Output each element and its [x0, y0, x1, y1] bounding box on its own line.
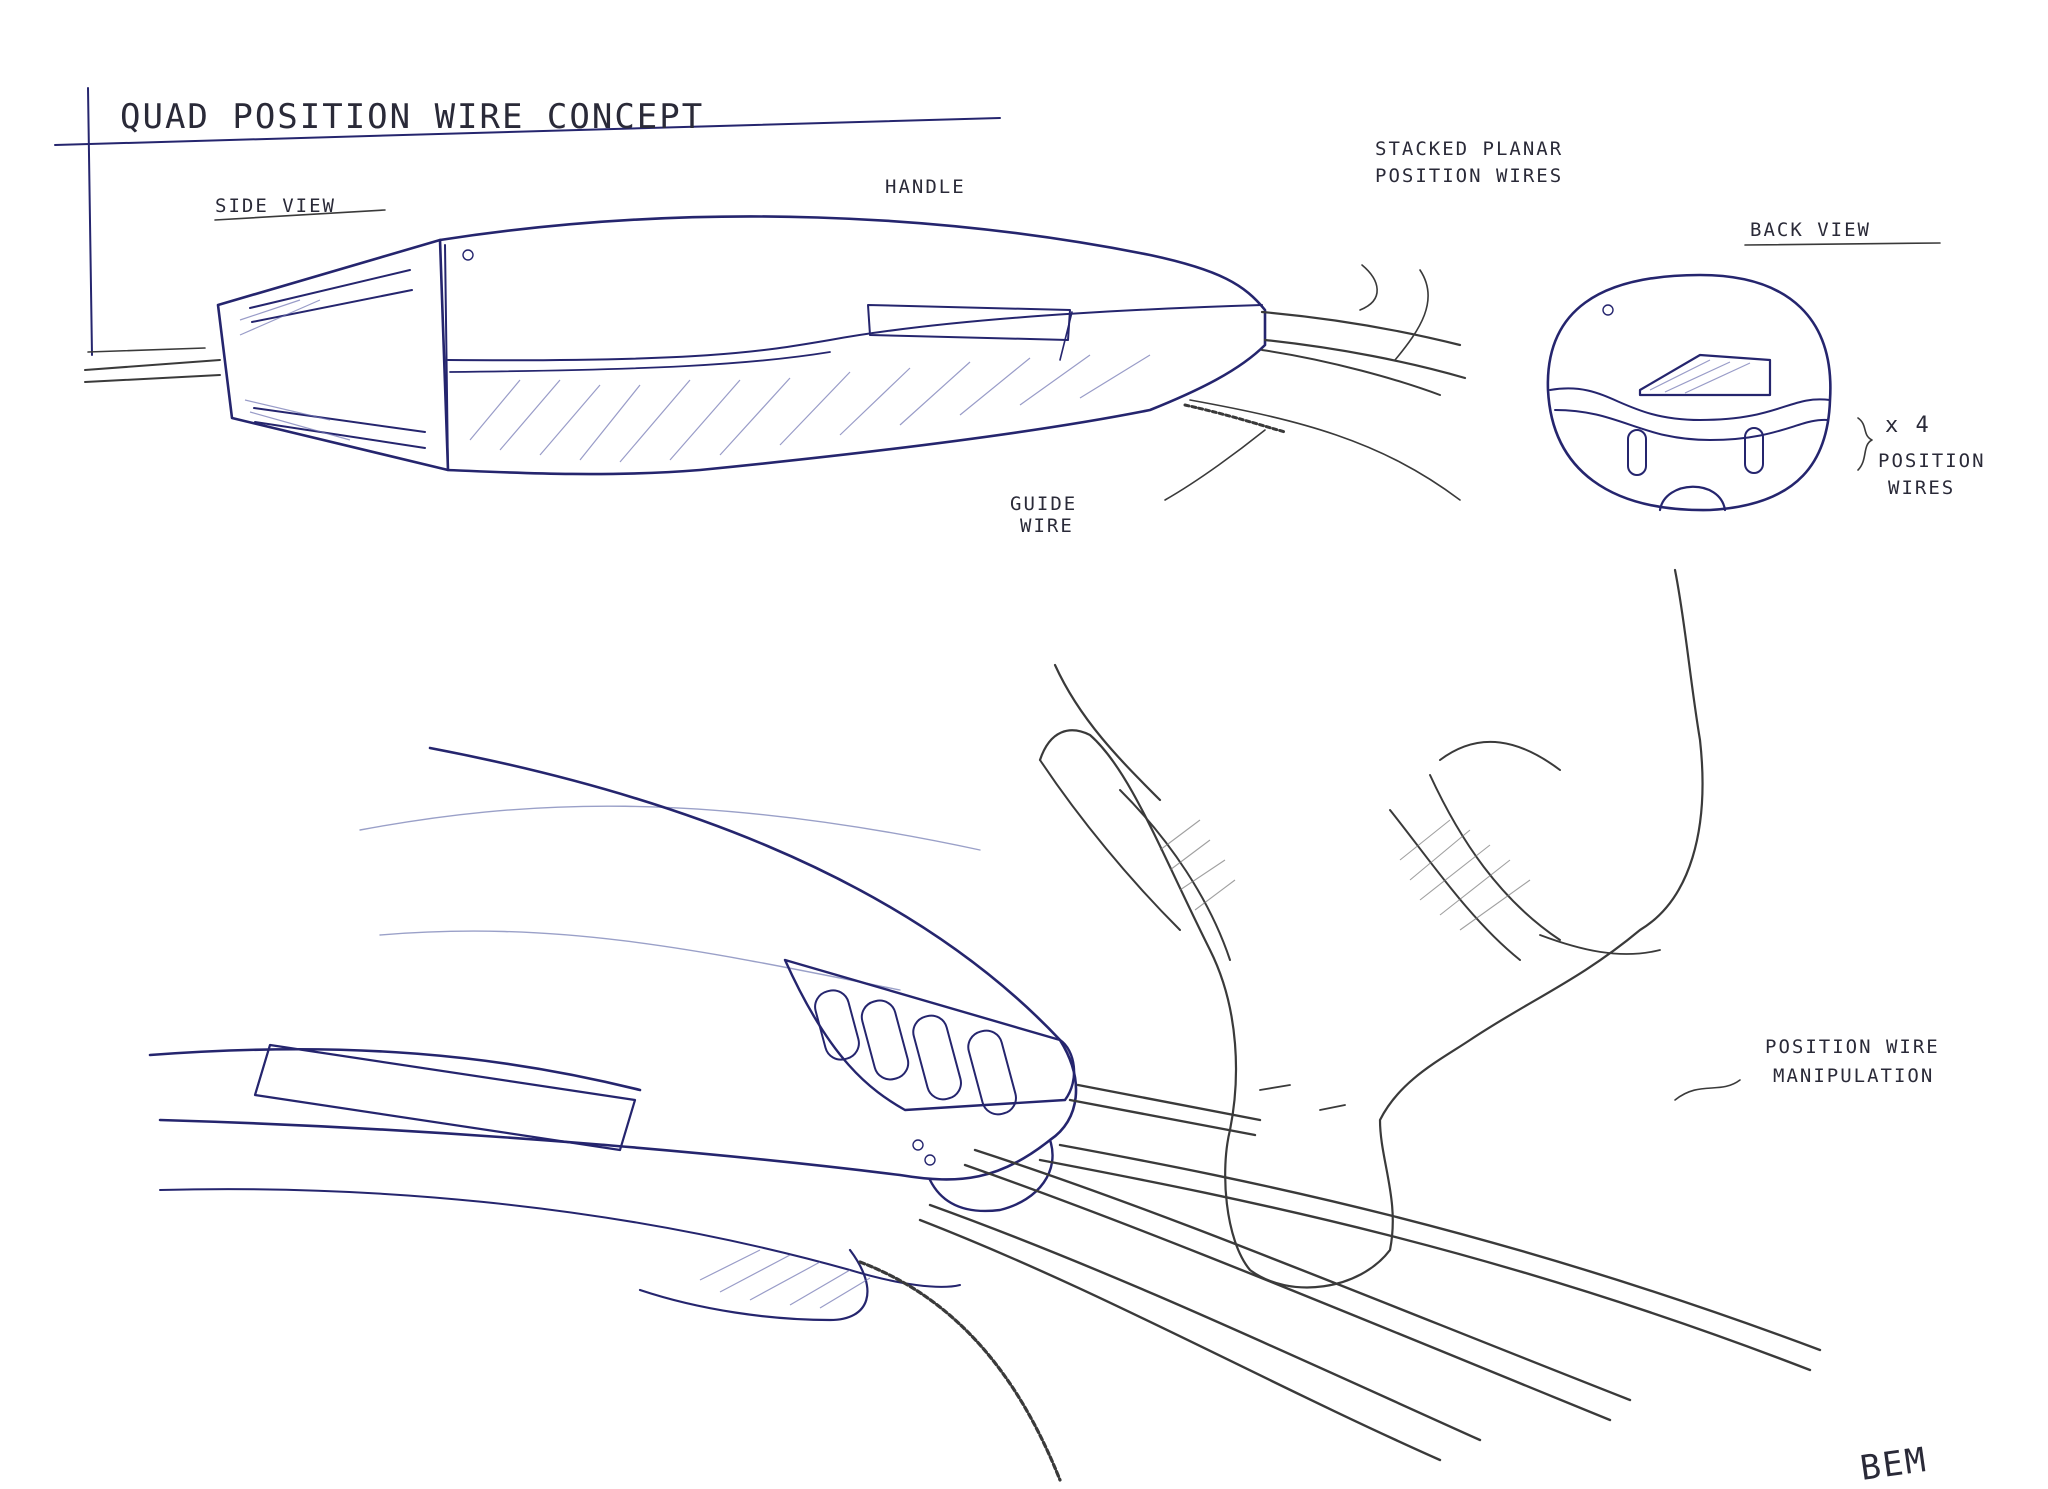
back-view-sketch [1546, 273, 1873, 512]
side-view-sketch [84, 215, 1467, 501]
label-x4-line2: POSITION [1878, 450, 1986, 472]
sketch-title: QUAD POSITION WIRE CONCEPT [120, 97, 704, 137]
artist-signature: BEM [1858, 1440, 1930, 1489]
label-manip-line2: MANIPULATION [1773, 1065, 1934, 1087]
label-back-view: BACK VIEW [1750, 219, 1871, 241]
closeup-manipulation-sketch [148, 568, 1822, 1482]
title-frame [54, 87, 1001, 356]
label-x4-line1: x 4 [1885, 413, 1931, 438]
label-handle: HANDLE [885, 176, 966, 198]
label-x4-line3: WIRES [1888, 477, 1955, 499]
label-guide-line2: WIRE [1020, 515, 1074, 537]
label-manip-line1: POSITION WIRE [1765, 1036, 1940, 1058]
label-stacked-line2: POSITION WIRES [1375, 165, 1563, 187]
label-stacked-line1: STACKED PLANAR [1375, 138, 1563, 160]
label-guide-line1: GUIDE [1010, 493, 1077, 515]
label-side-view: SIDE VIEW [215, 195, 336, 217]
